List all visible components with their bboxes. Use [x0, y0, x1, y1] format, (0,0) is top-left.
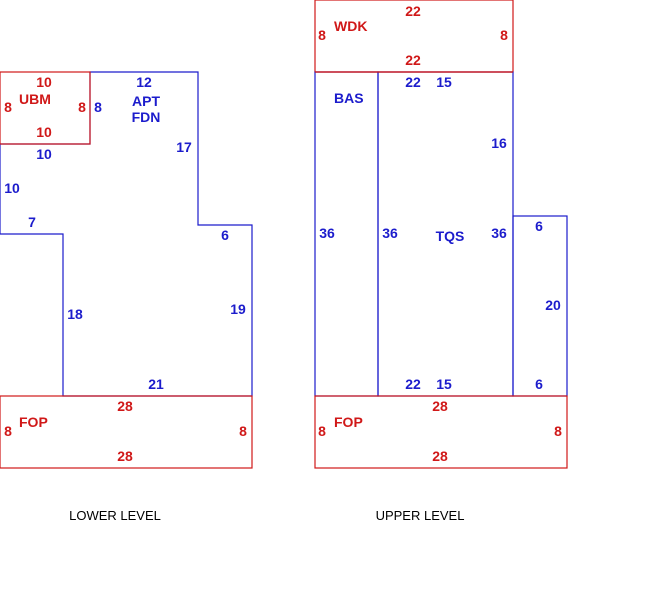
upper-fop-bottom-dim: 28 [432, 448, 448, 464]
lower-fop-right-dim: 8 [239, 423, 247, 439]
wdk-top-dim: 22 [405, 3, 421, 19]
lower-fop-label: FOP [19, 414, 48, 430]
lower-fop-outline [0, 395, 253, 469]
ubm-left-dim: 8 [4, 99, 12, 115]
apt-step-left-dim: 7 [28, 214, 36, 230]
apt-lower-left-dim: 18 [67, 306, 83, 322]
bas-label: BAS [334, 90, 364, 106]
tqs-right-dim: 36 [491, 225, 507, 241]
lower-fop-top-dim: 28 [117, 398, 133, 414]
upper-fop-label: FOP [334, 414, 363, 430]
apt-label: APT [132, 93, 160, 109]
upper-level-sketch: WDK 22 8 8 22 BAS TQS 22 15 16 36 36 36 … [314, 0, 568, 523]
bas-top-dim: 22 [405, 74, 421, 90]
fdn-label: FDN [132, 109, 161, 125]
apt-upper-right-dim: 17 [176, 139, 192, 155]
upper-fop-outline [314, 395, 568, 469]
wdk-bottom-dim: 22 [405, 52, 421, 68]
upper-level-caption: UPPER LEVEL [376, 508, 465, 523]
lower-fop-left-dim: 8 [4, 423, 12, 439]
lower-level-sketch: UBM 10 8 8 10 APT FDN 12 8 10 10 7 17 6 … [0, 71, 253, 523]
apt-inner-left-dim: 8 [94, 99, 102, 115]
tqs-top-dim: 15 [436, 74, 452, 90]
tqs-right-upper-dim: 16 [491, 135, 507, 151]
wdk-label: WDK [334, 18, 367, 34]
apt-step-top-dim: 10 [36, 146, 52, 162]
ext-right-dim: 20 [545, 297, 561, 313]
bas-left-dim: 36 [319, 225, 335, 241]
upper-fop-left-dim: 8 [318, 423, 326, 439]
ubm-label: UBM [19, 91, 51, 107]
tqs-bottom-dim: 15 [436, 376, 452, 392]
ubm-top-dim: 10 [36, 74, 52, 90]
lower-level-caption: LOWER LEVEL [69, 508, 161, 523]
upper-fop-top-dim: 28 [432, 398, 448, 414]
wdk-left-dim: 8 [318, 27, 326, 43]
apt-fdn-outline [0, 71, 253, 397]
bas-right-dim: 36 [382, 225, 398, 241]
ubm-bottom-dim: 10 [36, 124, 52, 140]
ubm-outline [0, 71, 91, 145]
ubm-right-dim: 8 [78, 99, 86, 115]
wdk-right-dim: 8 [500, 27, 508, 43]
ext-top-dim: 6 [535, 218, 543, 234]
apt-bottom-dim: 21 [148, 376, 164, 392]
ext-bottom-dim: 6 [535, 376, 543, 392]
apt-top-dim: 12 [136, 74, 152, 90]
apt-lower-right-dim: 19 [230, 301, 246, 317]
lower-fop-bottom-dim: 28 [117, 448, 133, 464]
apt-left-dim: 10 [4, 180, 20, 196]
tqs-label: TQS [436, 228, 465, 244]
apt-step-right-dim: 6 [221, 227, 229, 243]
bas-bottom-dim: 22 [405, 376, 421, 392]
upper-fop-right-dim: 8 [554, 423, 562, 439]
